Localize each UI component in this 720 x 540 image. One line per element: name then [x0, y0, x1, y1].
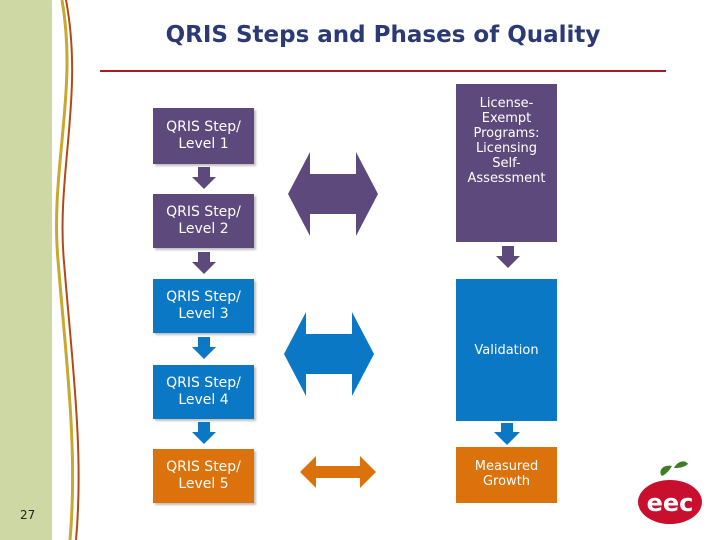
sidebar-curve-decoration	[55, 0, 80, 540]
down-arrow-icon	[192, 167, 216, 189]
svg-text:eec: eec	[647, 489, 694, 517]
title-divider	[100, 70, 666, 72]
level-2-box: QRIS Step/ Level 2	[153, 194, 254, 248]
level-5-label: QRIS Step/ Level 5	[166, 459, 241, 492]
level-3-label: QRIS Step/ Level 3	[166, 289, 241, 322]
page-title: QRIS Steps and Phases of Quality	[165, 22, 601, 48]
level-1-box: QRIS Step/ Level 1	[153, 108, 254, 164]
validation-phase-label: Validation	[474, 342, 539, 358]
eec-logo: eec	[638, 461, 702, 524]
down-arrow-icon	[192, 337, 216, 359]
level-3-box: QRIS Step/ Level 3	[153, 279, 254, 333]
level-1-label: QRIS Step/ Level 1	[166, 119, 241, 152]
decorative-sidebar	[0, 0, 52, 540]
measured-growth-phase-box: Measured Growth	[456, 447, 557, 503]
validation-phase-box: Validation	[456, 279, 557, 421]
level-4-box: QRIS Step/ Level 4	[153, 365, 254, 419]
level-4-label: QRIS Step/ Level 4	[166, 375, 241, 408]
down-arrow-icon	[494, 423, 520, 445]
licensing-phase-box: License-Exempt Programs: Licensing Self-…	[456, 84, 557, 242]
level-5-box: QRIS Step/ Level 5	[153, 449, 254, 503]
down-arrow-icon	[192, 252, 216, 274]
licensing-phase-label: License-Exempt Programs: Licensing Self-…	[467, 96, 546, 186]
blue-double-arrow-icon	[284, 312, 374, 396]
measured-growth-phase-label: Measured Growth	[474, 459, 539, 489]
orange-double-arrow-icon	[300, 456, 376, 488]
page-number: 27	[20, 508, 36, 522]
down-arrow-icon	[496, 246, 520, 268]
down-arrow-icon	[192, 422, 216, 444]
purple-double-arrow-icon	[288, 152, 378, 236]
level-2-label: QRIS Step/ Level 2	[166, 204, 241, 237]
